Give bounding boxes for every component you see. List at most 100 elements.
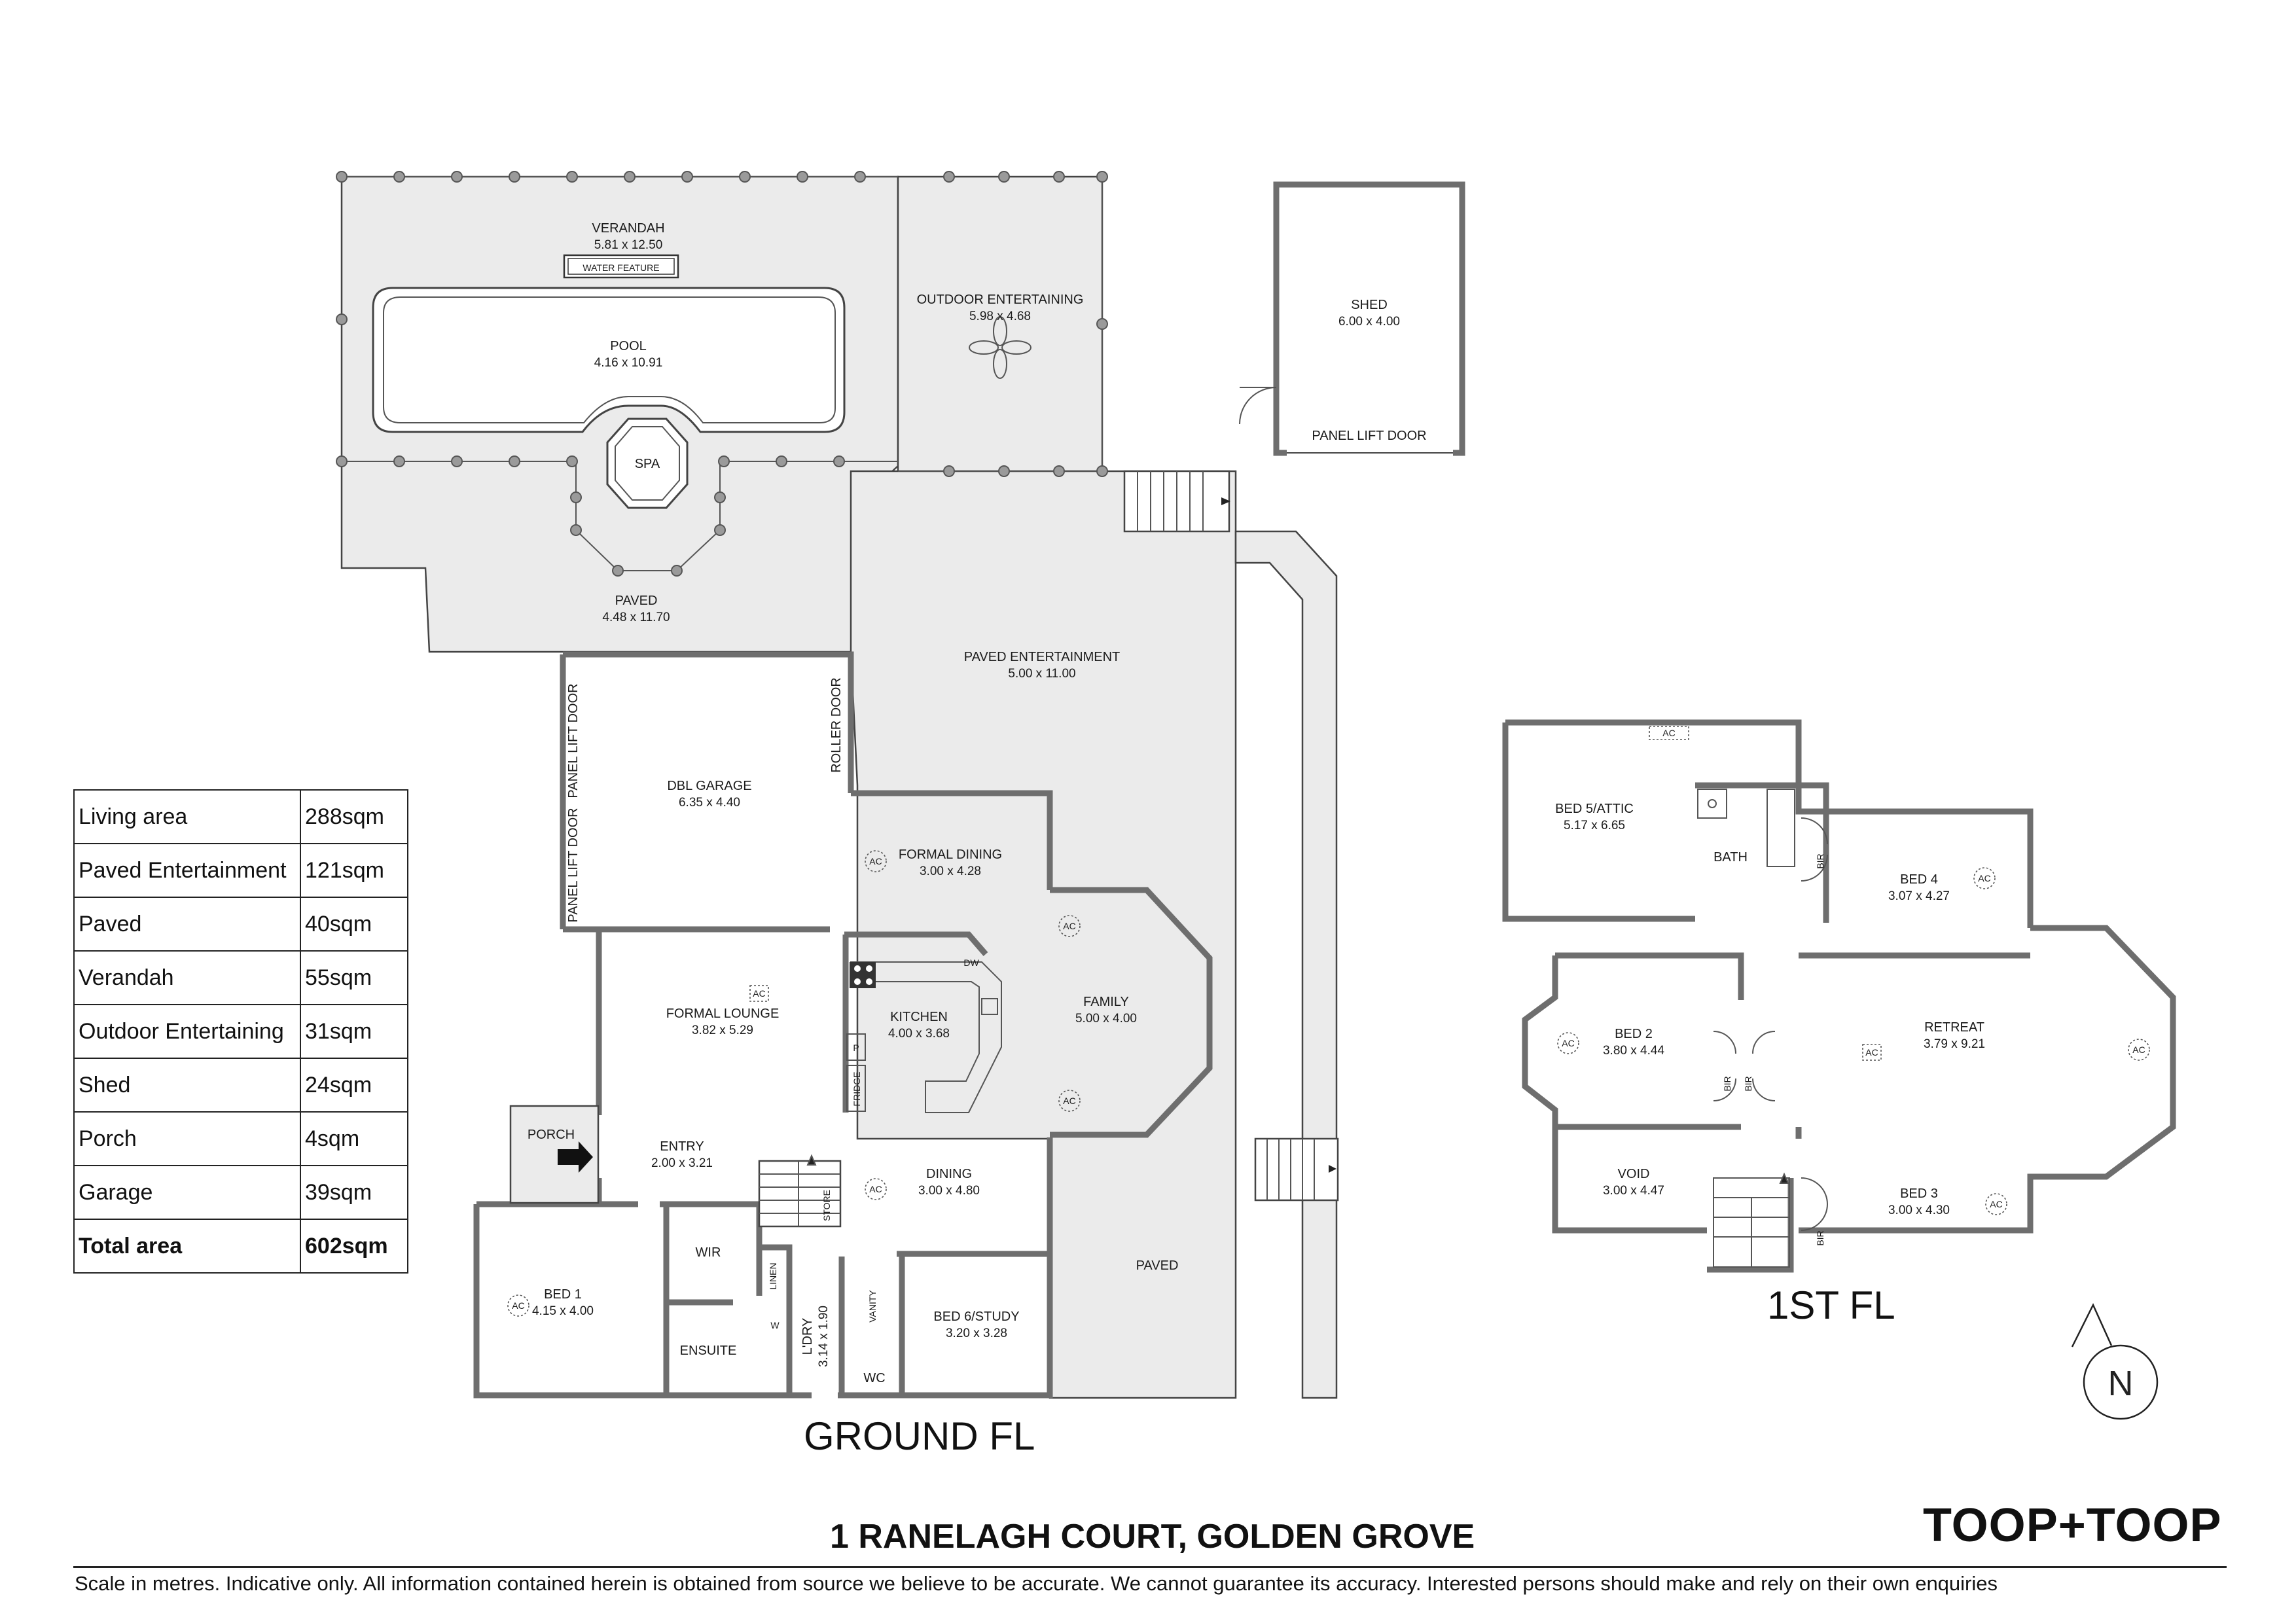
dishwasher-label: DW (963, 957, 979, 968)
roller-door-label: ROLLER DOOR (829, 677, 844, 773)
ac-bed1: AC (512, 1300, 524, 1311)
laundry-label: L'DRY (800, 1318, 815, 1355)
void-dims: 3.00 x 4.47 (1603, 1184, 1664, 1198)
wir-label: WIR (696, 1245, 721, 1260)
bed5-dims: 5.17 x 6.65 (1564, 819, 1625, 832)
area-value: 121sqm (300, 843, 408, 898)
wc-label: WC (863, 1371, 885, 1385)
area-label: Shed (73, 1058, 301, 1113)
bed3-label: BED 3 (1900, 1186, 1938, 1201)
bed1-dims: 4.15 x 4.00 (532, 1304, 594, 1318)
side-walkway (1234, 530, 1338, 1399)
fridge-label: FRIDGE (852, 1072, 862, 1107)
spa (606, 418, 689, 509)
kitchen-dims: 4.00 x 3.68 (888, 1027, 950, 1041)
total-row: Total area 602sqm (73, 1219, 408, 1274)
pool-label: POOL (610, 339, 647, 353)
ac-bed3: AC (1990, 1199, 2002, 1209)
formal-lounge-dims: 3.82 x 5.29 (692, 1024, 753, 1037)
bed1-label: BED 1 (544, 1287, 582, 1302)
bed4-label: BED 4 (1900, 872, 1938, 887)
dining-label: DINING (926, 1167, 972, 1181)
bath-label: BATH (1713, 850, 1748, 865)
disclaimer-text: Scale in metres. Indicative only. All in… (75, 1572, 1998, 1595)
ensuite-label: ENSUITE (680, 1344, 737, 1358)
retreat-dims: 3.79 x 9.21 (1924, 1037, 1985, 1051)
formal-dining-label: FORMAL DINING (899, 847, 1002, 862)
area-label: Living area (73, 789, 301, 844)
paved-entertainment-dims: 5.00 x 11.00 (1008, 667, 1075, 681)
paved-top-dims: 4.48 x 11.70 (602, 611, 670, 624)
first-ac-markers (1557, 726, 2150, 1215)
garage-door-b: PANEL LIFT DOOR (566, 808, 581, 922)
bed4-dims: 3.07 x 4.27 (1888, 889, 1950, 903)
bir-doors (1713, 817, 1828, 1231)
bir-retreat: BIR (1743, 1076, 1753, 1091)
ceiling-fan-icon (969, 316, 1031, 379)
kitchen-label: KITCHEN (890, 1010, 948, 1024)
retreat-label: RETREAT (1924, 1020, 1984, 1035)
ac-family-bottom: AC (1063, 1096, 1075, 1106)
garage-dims: 6.35 x 4.40 (679, 796, 740, 810)
ac-retreat-a: AC (1865, 1047, 1878, 1058)
area-value: 39sqm (300, 1165, 408, 1220)
area-label: Garage (73, 1165, 301, 1220)
brand-logo: TOOP+TOOP (1923, 1499, 2222, 1552)
bir-bed4: BIR (1815, 853, 1825, 868)
ac-bed2: AC (1562, 1038, 1574, 1048)
bir-bed2: BIR (1722, 1076, 1732, 1091)
area-value: 4sqm (300, 1111, 408, 1166)
formal-lounge-label: FORMAL LOUNGE (666, 1007, 780, 1021)
ac-formal-dining: AC (869, 856, 882, 866)
first-floor-walls (1502, 719, 2176, 1273)
ac-markers (507, 850, 1081, 1317)
ground-floor-caption: GROUND FL (804, 1414, 1035, 1458)
entry-dims: 2.00 x 3.21 (651, 1156, 713, 1170)
area-label: Paved Entertainment (73, 843, 301, 898)
total-label: Total area (73, 1219, 301, 1274)
outdoor-entertaining-dims: 5.98 x 4.68 (969, 310, 1031, 323)
ac-bed5: AC (1662, 728, 1675, 738)
pool-dims: 4.16 x 10.91 (594, 356, 663, 370)
family-dims: 5.00 x 4.00 (1075, 1012, 1137, 1026)
entry-label: ENTRY (660, 1139, 704, 1154)
pantry-label: P (853, 1043, 859, 1053)
paved-top-label: PAVED (615, 594, 658, 608)
store-label: STORE (821, 1190, 832, 1221)
stairs-first (1713, 1172, 1790, 1268)
bath-fixtures (1697, 789, 1795, 867)
steps-side (1254, 1137, 1339, 1202)
area-label: Outdoor Entertaining (73, 1004, 301, 1059)
area-label: Paved (73, 897, 301, 952)
ac-bed4: AC (1978, 873, 1990, 883)
ac-family-top: AC (1063, 921, 1075, 931)
ac-dining: AC (869, 1184, 882, 1194)
porch-label: PORCH (528, 1128, 575, 1142)
linen-label: LINEN (768, 1262, 778, 1289)
entry-arrow-icon (558, 1141, 593, 1173)
water-feature-label: WATER FEATURE (583, 262, 659, 273)
area-value: 24sqm (300, 1058, 408, 1113)
area-value: 31sqm (300, 1004, 408, 1059)
ac-retreat-b: AC (2132, 1044, 2145, 1055)
north-arrow-icon (2071, 1303, 2159, 1420)
verandah-posts (336, 171, 1108, 577)
laundry-dims: 3.14 x 1.90 (817, 1306, 831, 1367)
garage-label: DBL GARAGE (667, 779, 751, 793)
area-value: 40sqm (300, 897, 408, 952)
bed3-dims: 3.00 x 4.30 (1888, 1204, 1950, 1217)
shed-label: SHED (1351, 298, 1388, 312)
garage-door-a: PANEL LIFT DOOR (566, 683, 581, 798)
paved-side-label: PAVED (1136, 1258, 1179, 1273)
formal-dining-dims: 3.00 x 4.28 (920, 865, 981, 878)
